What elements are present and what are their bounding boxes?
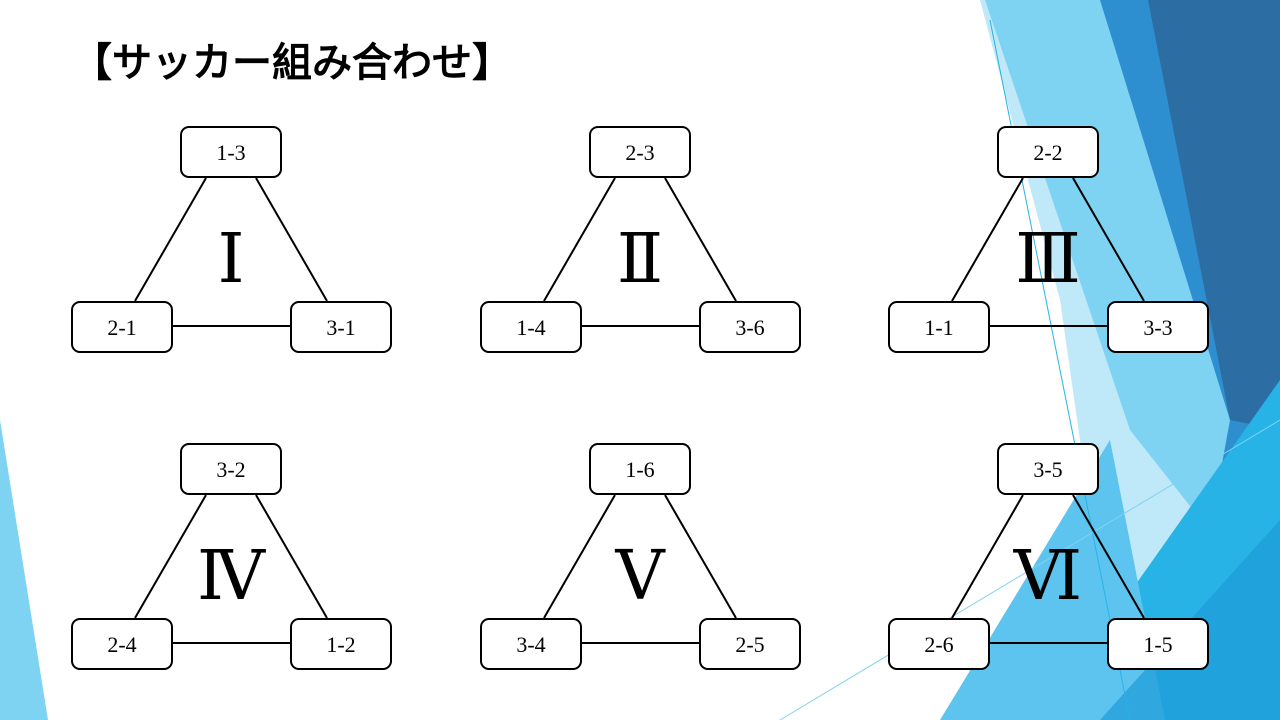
node-left: 2-6 [888, 618, 990, 670]
group-3: Ⅲ 2-2 1-1 3-3 [888, 126, 1209, 353]
node-box [71, 618, 173, 670]
edge-top-right [1072, 177, 1145, 302]
node-box [180, 443, 282, 495]
node-box [1107, 301, 1209, 353]
left-shard [0, 420, 48, 720]
group-1: Ⅰ 1-3 2-1 3-1 [71, 126, 392, 353]
node-label: 1-4 [516, 315, 545, 340]
edge-top-right [664, 177, 737, 302]
node-label: 2-1 [107, 315, 136, 340]
group-label: Ⅳ [197, 538, 266, 614]
node-top: 2-2 [997, 126, 1099, 178]
node-box [71, 301, 173, 353]
node-label: 3-3 [1143, 315, 1172, 340]
node-label: 2-2 [1033, 140, 1062, 165]
node-box [997, 443, 1099, 495]
group-label: Ⅴ [614, 538, 666, 614]
node-label: 1-3 [216, 140, 245, 165]
group-6: Ⅵ 3-5 2-6 1-5 [888, 443, 1209, 670]
node-label: 1-1 [924, 315, 953, 340]
node-box [699, 301, 801, 353]
edge-top-left [134, 494, 207, 619]
group-label: Ⅱ [617, 221, 663, 297]
node-box [888, 301, 990, 353]
group-5: Ⅴ 1-6 3-4 2-5 [480, 443, 801, 670]
node-top: 1-6 [589, 443, 691, 495]
node-label: 3-5 [1033, 457, 1062, 482]
node-left: 1-4 [480, 301, 582, 353]
node-box [180, 126, 282, 178]
group-label: Ⅵ [1013, 538, 1082, 614]
node-label: 1-5 [1143, 632, 1172, 657]
node-label: 3-4 [516, 632, 545, 657]
node-label: 2-6 [924, 632, 953, 657]
node-box [997, 126, 1099, 178]
node-label: 3-6 [735, 315, 764, 340]
node-left: 1-1 [888, 301, 990, 353]
group-2: Ⅱ 2-3 1-4 3-6 [480, 126, 801, 353]
node-box [480, 301, 582, 353]
node-box [480, 618, 582, 670]
node-right: 3-6 [699, 301, 801, 353]
group-4: Ⅳ 3-2 2-4 1-2 [71, 443, 392, 670]
node-right: 2-5 [699, 618, 801, 670]
node-left: 2-1 [71, 301, 173, 353]
node-label: 2-3 [625, 140, 654, 165]
node-label: 3-2 [216, 457, 245, 482]
node-top: 3-5 [997, 443, 1099, 495]
shard-deep [1148, 0, 1280, 430]
edge-top-left [951, 177, 1024, 302]
node-right: 1-5 [1107, 618, 1209, 670]
node-box [290, 301, 392, 353]
edge-top-left [134, 177, 207, 302]
node-top: 3-2 [180, 443, 282, 495]
node-box [699, 618, 801, 670]
node-left: 3-4 [480, 618, 582, 670]
node-box [888, 618, 990, 670]
edge-top-left [543, 177, 616, 302]
page-title: 【サッカー組み合わせ】 [72, 39, 512, 86]
edge-top-right [255, 494, 328, 619]
node-top: 2-3 [589, 126, 691, 178]
node-box [1107, 618, 1209, 670]
node-label: 1-6 [625, 457, 654, 482]
node-top: 1-3 [180, 126, 282, 178]
group-label: Ⅰ [218, 221, 245, 297]
edge-top-right [255, 177, 328, 302]
node-box [589, 126, 691, 178]
node-right: 3-1 [290, 301, 392, 353]
node-label: 2-4 [107, 632, 136, 657]
node-label: 2-5 [735, 632, 764, 657]
thin-line-2 [779, 419, 1280, 720]
edge-top-right [664, 494, 737, 619]
node-box [290, 618, 392, 670]
node-right: 1-2 [290, 618, 392, 670]
edge-top-left [543, 494, 616, 619]
group-label: Ⅲ [1015, 221, 1081, 297]
node-label: 1-2 [326, 632, 355, 657]
node-label: 3-1 [326, 315, 355, 340]
node-right: 3-3 [1107, 301, 1209, 353]
edge-top-right [1072, 494, 1145, 619]
node-box [589, 443, 691, 495]
node-left: 2-4 [71, 618, 173, 670]
edge-top-left [951, 494, 1024, 619]
